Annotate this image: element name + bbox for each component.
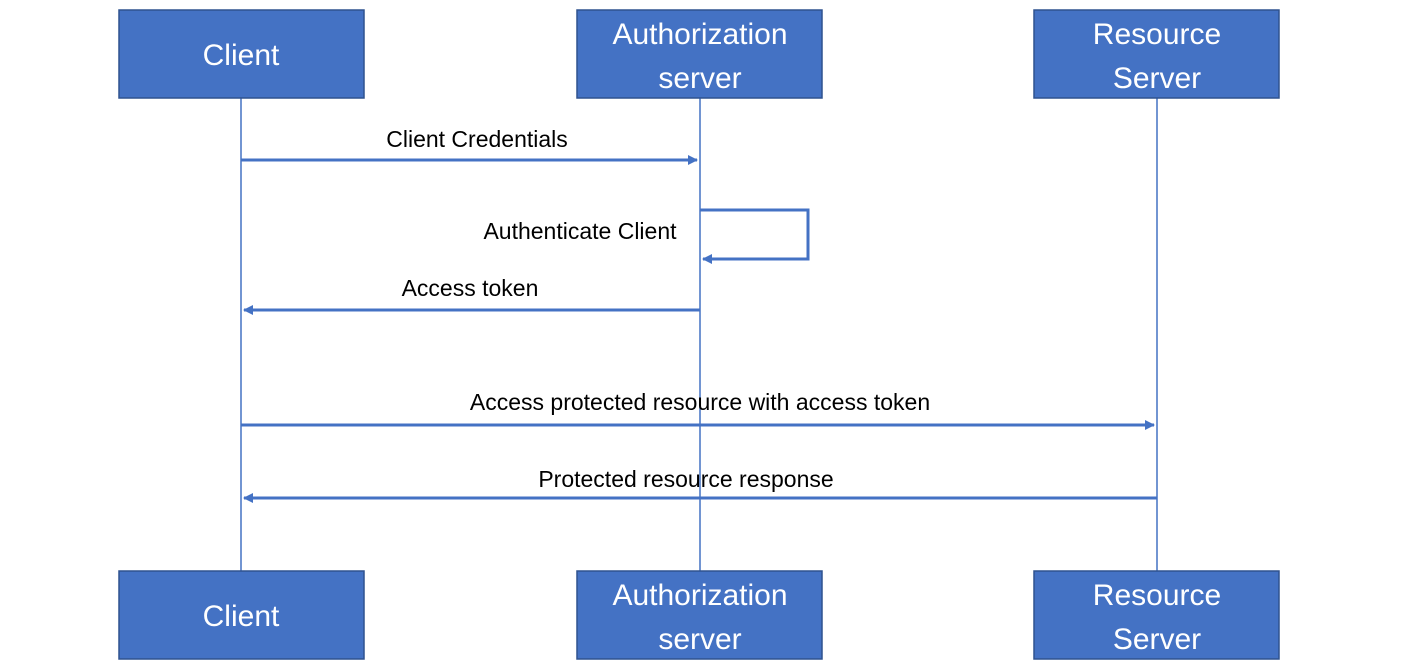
participant-client-top: Client [118, 9, 365, 99]
actor-label-line2: Server [1113, 623, 1201, 656]
participant-resource-server-bottom: Resource Server [1033, 570, 1280, 660]
actor-box [1033, 570, 1280, 660]
participant-authorization-server-top: Authorization server [576, 9, 823, 99]
actor-label-line2: Server [1113, 62, 1201, 95]
actor-label-line1: Authorization [612, 18, 787, 51]
message-authenticate-client: Authenticate Client [483, 208, 810, 264]
actor-label: Client [203, 39, 280, 72]
message-self-arrow [700, 208, 810, 264]
actor-label-line2: server [658, 623, 741, 656]
actor-box [118, 9, 365, 99]
actor-box [576, 570, 823, 660]
actor-label-line2: server [658, 62, 741, 95]
message-label: Protected resource response [538, 466, 833, 492]
message-label: Client Credentials [386, 126, 568, 152]
actor-label-line1: Resource [1093, 579, 1221, 612]
participant-resource-server-top: Resource Server [1033, 9, 1280, 99]
participant-client-bottom: Client [118, 570, 365, 660]
message-access-protected-resource: Access protected resource with access to… [241, 389, 1155, 430]
participant-authorization-server-bottom: Authorization server [576, 570, 823, 660]
actor-box [118, 570, 365, 660]
actor-label-line1: Resource [1093, 18, 1221, 51]
message-label: Access token [402, 275, 539, 301]
actor-box [1033, 9, 1280, 99]
actor-box [576, 9, 823, 99]
message-label: Authenticate Client [483, 218, 677, 244]
message-protected-resource-response: Protected resource response [243, 466, 1157, 503]
message-access-token: Access token [243, 275, 700, 315]
actor-label: Client [203, 600, 280, 633]
message-client-credentials: Client Credentials [241, 126, 698, 165]
message-label: Access protected resource with access to… [470, 389, 930, 415]
actor-label-line1: Authorization [612, 579, 787, 612]
